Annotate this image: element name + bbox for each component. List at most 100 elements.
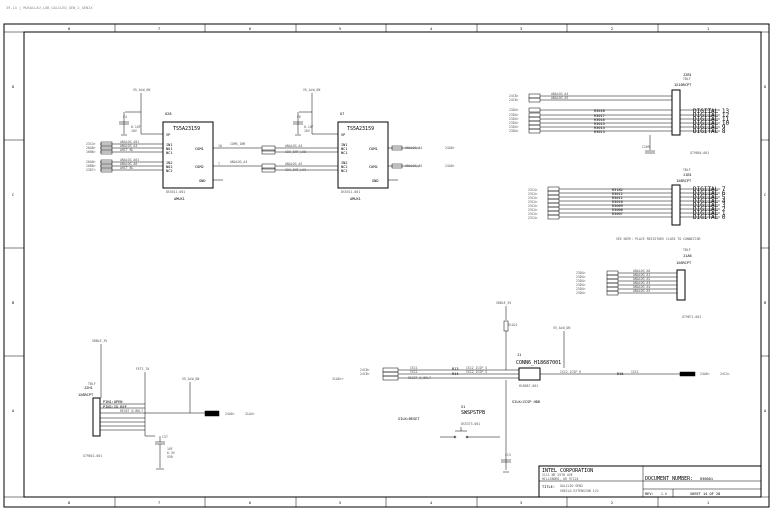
svg-text:ANALOG_A5: ANALOG_A5 <box>551 96 568 100</box>
svg-text:DIGITAL 5: DIGITAL 5 <box>693 194 726 201</box>
svg-text:23D4>: 23D4> <box>509 108 519 112</box>
svg-text:NO2: NO2 <box>166 165 173 169</box>
j1b1-ref: J1B1 <box>683 173 692 177</box>
svg-text:AHIT_BL: AHIT_BL <box>120 166 134 170</box>
svg-text:DIGITAL 11: DIGITAL 11 <box>693 116 730 123</box>
svg-text:5: 5 <box>339 27 341 31</box>
rev-value: 2.0 <box>661 492 667 496</box>
svg-text:R3182: R3182 <box>612 188 623 192</box>
icsp-pullup: R1A21 <box>508 323 518 327</box>
svg-text:23C4>: 23C4> <box>528 216 538 220</box>
svg-text:NC1: NC1 <box>166 151 173 155</box>
svg-text:R3008: R3008 <box>612 208 623 212</box>
switch-part: SWSPSTPB <box>461 410 485 416</box>
svg-text:COM2: COM2 <box>195 165 204 169</box>
mux-left-body <box>162 121 214 189</box>
svg-text:COM2: COM2 <box>369 165 378 169</box>
svg-text:3: 3 <box>520 501 522 505</box>
svg-text:DIGITAL 6: DIGITAL 6 <box>693 190 726 197</box>
svg-text:4: 4 <box>430 501 432 505</box>
svg-text:COM1: COM1 <box>369 147 378 151</box>
mux-right-power: V5_ALW_ON <box>303 88 320 92</box>
svg-text:24A8<: 24A8< <box>225 412 235 416</box>
j2h1-tag: TBLF <box>88 382 96 386</box>
connector-digital-high[interactable]: TBLF J2B1 1X10RCPT DIGITAL 13 DIGITAL 12… <box>509 73 730 155</box>
svg-text:H18687-001: H18687-001 <box>519 384 538 388</box>
svg-text:R3011: R3011 <box>612 196 623 200</box>
svg-text:COM1: COM1 <box>195 147 204 151</box>
svg-text:A: A <box>764 409 767 413</box>
svg-text:ANALOG_A1: ANALOG_A1 <box>633 273 650 277</box>
svg-text:ISC2_ICSP_R: ISC2_ICSP_R <box>560 370 581 374</box>
svg-text:23D4>: 23D4> <box>576 279 586 283</box>
switch-ref: S1 <box>461 405 465 409</box>
svg-text:R14: R14 <box>452 372 459 376</box>
svg-text:IN2: IN2 <box>166 161 173 165</box>
svg-text:GND: GND <box>199 179 206 183</box>
icsp-body <box>518 367 541 381</box>
svg-text:NC2: NC2 <box>341 165 348 169</box>
title-line1: GALILEO GEN2 <box>560 484 583 488</box>
icsp-power: V5_ALW_ON <box>553 326 570 330</box>
connector-digital-low[interactable]: TBLF J1B1 1X8RCPT DIGITAL 7 DIGITAL 6 DI… <box>528 168 726 241</box>
svg-text:8: 8 <box>68 27 70 31</box>
svg-text:ANALOG_A4: ANALOG_A4 <box>405 146 422 150</box>
doc-number: H38601 <box>700 477 713 481</box>
outer-border <box>3 23 770 508</box>
svg-text:NC2: NC2 <box>341 169 348 173</box>
svg-text:1UF: 1UF <box>167 447 173 451</box>
svg-text:ANALOG_A4: ANALOG_A4 <box>633 285 650 289</box>
j2h1-power1: VDBLE_3V <box>92 339 107 343</box>
sheet-number: SHEET 14 OF 28 <box>690 492 720 496</box>
svg-text:0.1UF: 0.1UF <box>131 125 141 129</box>
svg-text:6.3V: 6.3V <box>167 451 175 455</box>
connector-power[interactable]: TBLF J2H1 1X8RCPT VDBLE_3V FET1_3V V5_AL… <box>78 339 255 470</box>
title-label: TITLE: <box>542 485 555 489</box>
svg-text:R3009: R3009 <box>612 204 623 208</box>
svg-text:ANALOG_A01: ANALOG_A01 <box>120 158 139 162</box>
svg-text:G79671-001: G79671-001 <box>682 315 701 319</box>
svg-text:IN1: IN1 <box>166 143 173 147</box>
connector-icsp[interactable]: VDBLE_5V R1A21 V5_ALW_ON J1 CONN6_H18687… <box>332 301 730 473</box>
svg-text:16B8>: 16B8> <box>86 150 96 154</box>
svg-text:ANALOG_A4: ANALOG_A4 <box>285 144 302 148</box>
svg-text:R3012: R3012 <box>612 192 623 196</box>
svg-text:6: 6 <box>249 501 251 505</box>
mux-right-body <box>337 121 389 189</box>
rev-label: REV: <box>645 492 654 496</box>
svg-text:23C4>: 23C4> <box>528 196 538 200</box>
svg-text:G79684-001: G79684-001 <box>690 151 709 155</box>
icsp-ref: J1 <box>517 353 521 357</box>
j2h1-ref: J2H1 <box>84 386 93 390</box>
title-company: INTEL CORPORATION <box>542 468 593 474</box>
j1b1-tag: TBLF <box>683 168 691 172</box>
svg-text:ANALOG_A0: ANALOG_A0 <box>633 269 650 273</box>
sheet-header: 39-14 | MUXALLAU_LOB_GALILEO_GEN_2_GEN2X <box>6 6 93 10</box>
svg-text:DIGITAL 1: DIGITAL 1 <box>693 210 726 217</box>
svg-text:IN1: IN1 <box>341 143 348 147</box>
svg-text:B: B <box>764 301 766 305</box>
svg-text:ANALOG_A0: ANALOG_A0 <box>120 162 137 166</box>
title-line2: SHEILD EXTENSION I/O <box>560 489 598 493</box>
reset-switch[interactable]: S1 SWSPSTPB DS5373-001 SILK=RESET <box>398 405 500 439</box>
svg-text:31A8<>: 31A8<> <box>332 377 344 381</box>
j2h1-power2: V5_ALW_ON <box>182 377 199 381</box>
svg-text:VP: VP <box>166 133 170 137</box>
svg-text:R3016: R3016 <box>594 118 605 122</box>
svg-text:DS5373-001: DS5373-001 <box>461 422 480 426</box>
svg-text:B: B <box>12 301 14 305</box>
svg-text:ANALOG_A4: ANALOG_A4 <box>120 144 137 148</box>
svg-text:IOMX_INR: IOMX_INR <box>230 142 245 146</box>
svg-text:23C4>: 23C4> <box>528 204 538 208</box>
svg-text:8: 8 <box>68 501 70 505</box>
svg-text:RESET_N_BKLT: RESET_N_BKLT <box>408 376 431 380</box>
svg-text:23D4>: 23D4> <box>509 117 519 121</box>
row-labels-right: D C B A <box>764 85 767 413</box>
connector-analog[interactable]: TBLF J1A6 1X6RCPT ANALOG_A0 ANALOG_A1 AN… <box>576 248 701 319</box>
doc-number-label: DOCUMENT NUMBER: <box>645 476 693 482</box>
svg-text:DIGITAL 12: DIGITAL 12 <box>693 112 730 119</box>
title-city: HILLSBORO, OR 97124 <box>542 477 579 481</box>
